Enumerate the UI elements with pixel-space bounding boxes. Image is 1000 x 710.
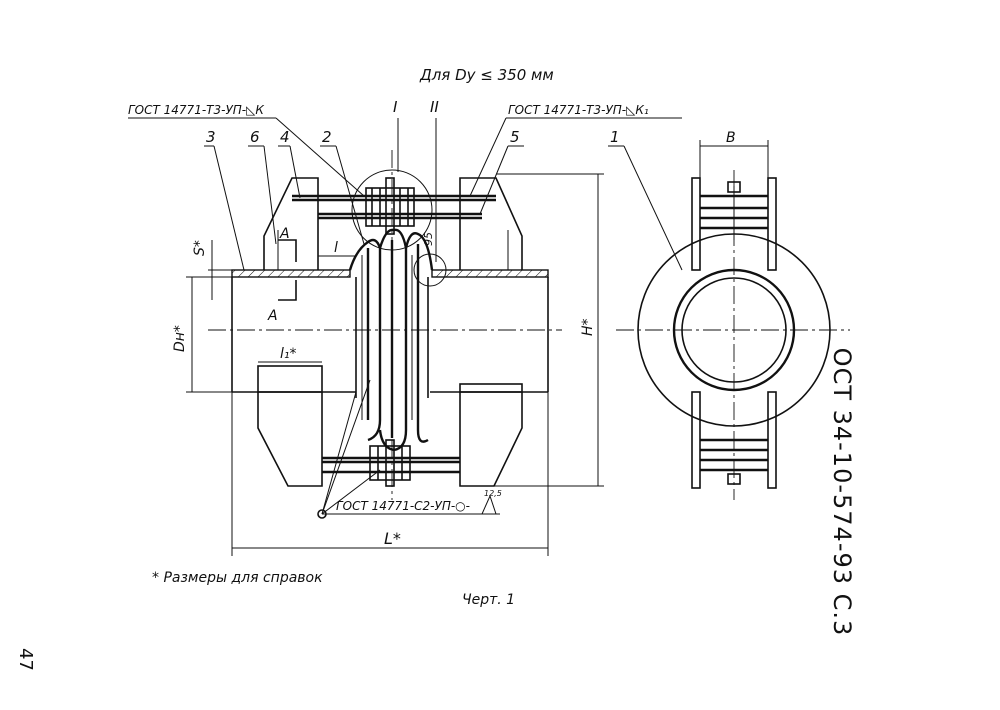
- dim-l-total: L*: [384, 529, 401, 548]
- front-view: [208, 150, 562, 500]
- upper-tie-assembly: [292, 177, 496, 235]
- dim-h: H*: [580, 318, 596, 336]
- dim-95: 95: [422, 232, 435, 246]
- dim-s: S*: [192, 240, 208, 256]
- dim-dn: Dн*: [172, 325, 188, 352]
- page-number: 47: [15, 648, 36, 671]
- left-pipe: [231, 269, 356, 393]
- weld-label-right: ГОСТ 14771-Т3-УП-◺К₁: [508, 103, 649, 117]
- upper-right-lug: [459, 177, 523, 270]
- dim-b: В: [726, 130, 736, 146]
- upper-left-lug: [263, 177, 319, 270]
- lower-left-lug: [257, 365, 323, 487]
- pipe-outer-circle: [672, 268, 796, 392]
- section-a-bottom: A: [267, 308, 278, 324]
- callout-5: 5: [510, 128, 520, 146]
- leader-lines: [128, 117, 683, 519]
- detail-circle-2: [413, 253, 447, 287]
- dimensions: [186, 140, 769, 556]
- reference-note: * Размеры для справок: [152, 570, 323, 586]
- section-a-marks: [278, 239, 297, 301]
- lower-right-lug: [459, 383, 523, 487]
- weld-label-bottom: ГОСТ 14771-С2-УП-○-: [336, 499, 470, 513]
- detail-circle-1: [351, 169, 433, 251]
- detail-label-2: II: [430, 98, 439, 116]
- bellows: [348, 228, 434, 452]
- callout-2: 2: [322, 128, 332, 146]
- callout-3: 3: [206, 128, 216, 146]
- detail-label-1: I: [393, 98, 398, 116]
- lower-tie-assembly: [322, 439, 460, 487]
- weld-label-left: ГОСТ 14771-Т3-УП-◺К: [128, 103, 264, 117]
- weld-origin-dot: [317, 509, 327, 519]
- side-upper-tie: [691, 177, 777, 271]
- section-a-top: A: [279, 226, 290, 242]
- pipe-inner-circle: [681, 277, 787, 383]
- diameter-condition: Для Dy ≤ 350 мм: [419, 66, 554, 84]
- side-lower-tie: [691, 391, 777, 489]
- callout-1: 1: [610, 128, 620, 146]
- side-view: [616, 170, 850, 500]
- callout-4: 4: [280, 128, 290, 146]
- roughness-value: 12,5: [484, 489, 502, 498]
- dim-l: l: [334, 240, 338, 256]
- right-pipe: [430, 269, 549, 393]
- dim-l1: l₁*: [280, 346, 297, 362]
- figure-caption: Черт. 1: [462, 592, 515, 608]
- standard-designation: ОСТ 34-10-574-93 С.3: [828, 347, 856, 637]
- callout-6: 6: [250, 128, 260, 146]
- drawing-labels: Для Dy ≤ 350 мм ГОСТ 14771-Т3-УП-◺К ГОСТ…: [128, 66, 736, 608]
